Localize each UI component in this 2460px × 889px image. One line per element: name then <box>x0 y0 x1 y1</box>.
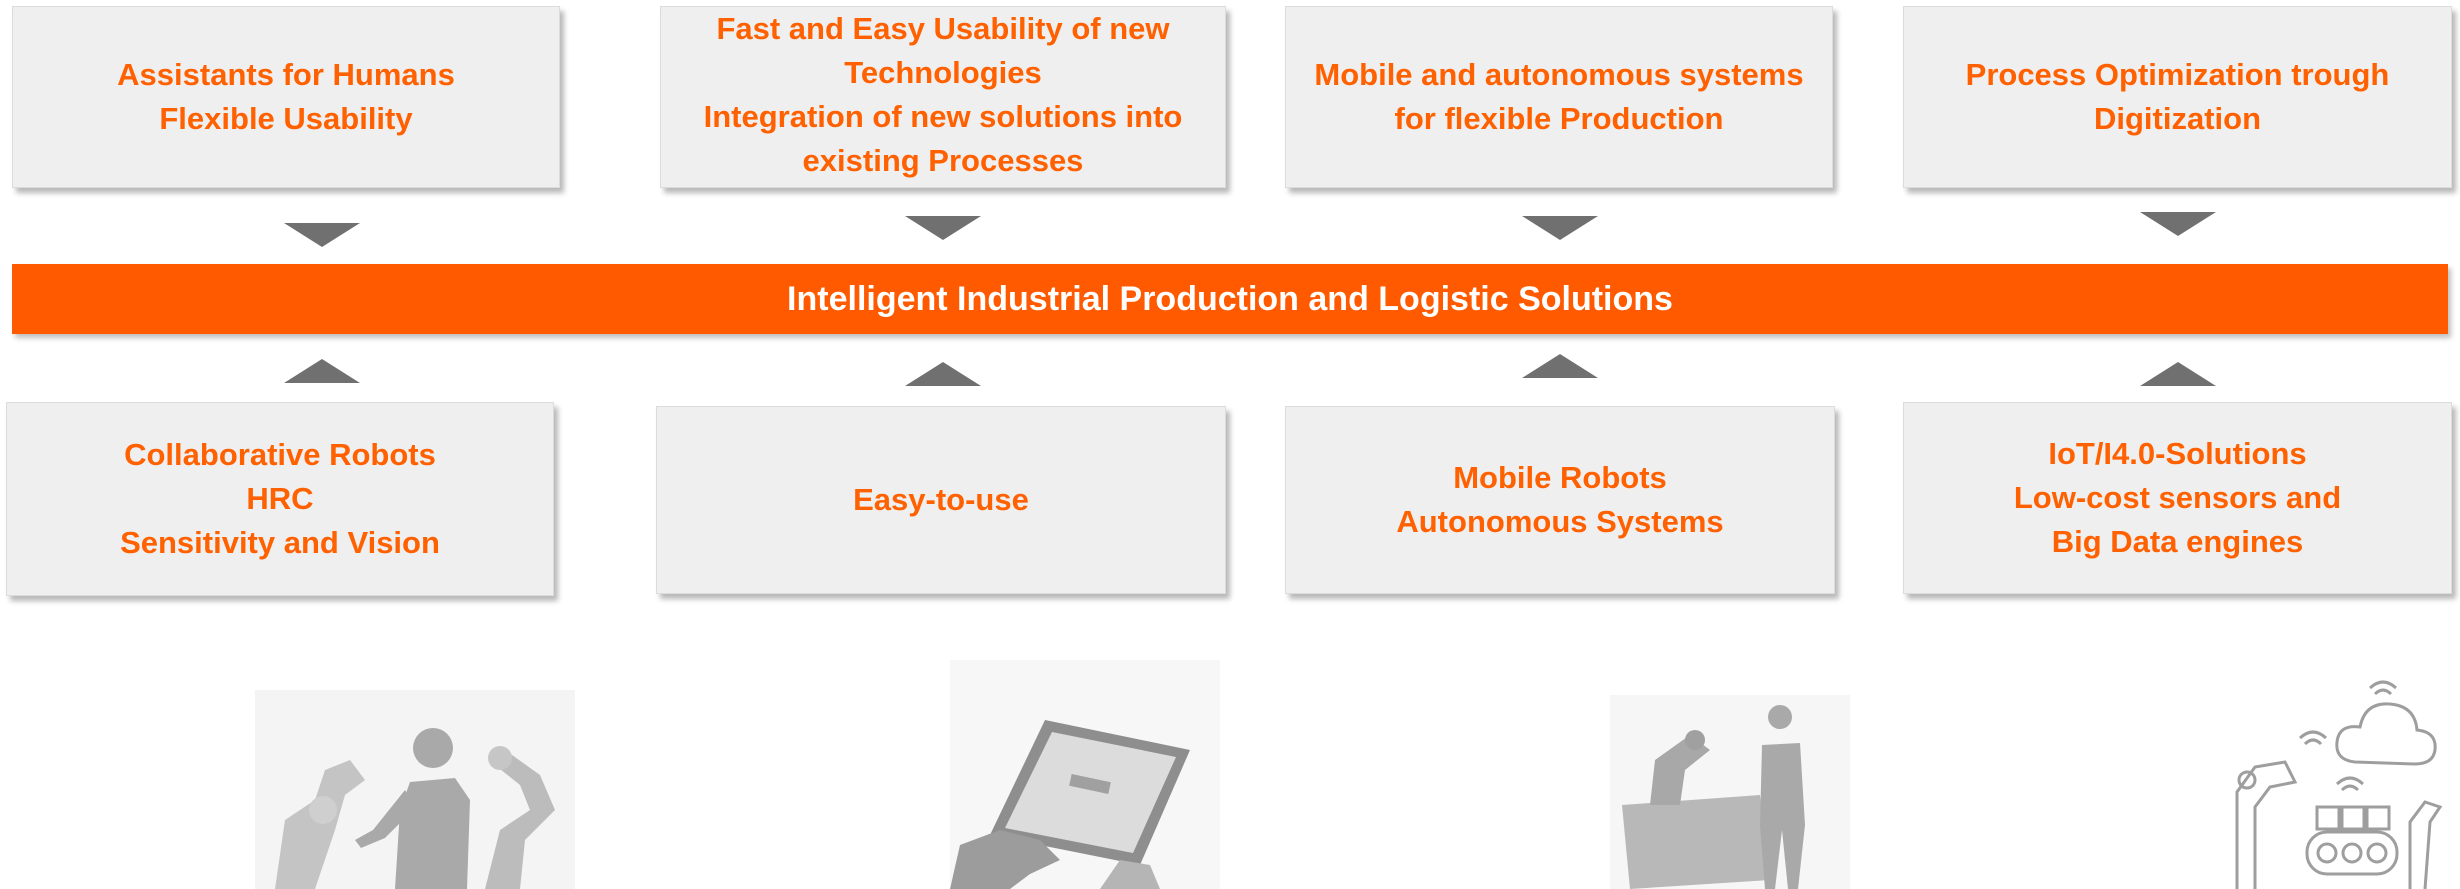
up-arrow-icon <box>905 362 981 386</box>
bottom-box-line: Low-cost sensors and <box>2013 480 2342 515</box>
bottom-box-line: HRC <box>246 481 314 516</box>
top-box-assistants: Assistants for Humans Flexible Usability <box>12 6 560 188</box>
bottom-box-mobile-robots: Mobile Robots Autonomous Systems <box>1285 406 1835 594</box>
top-box-line: Fast and Easy Usability of new <box>716 11 1170 46</box>
down-arrow-icon <box>284 223 360 247</box>
bottom-box-line: Easy-to-use <box>853 482 1029 517</box>
up-arrow-icon <box>2140 362 2216 386</box>
up-arrow-icon <box>284 359 360 383</box>
top-box-process-optimization: Process Optimization trough Digitization <box>1903 6 2452 188</box>
bottom-box-line: Autonomous Systems <box>1396 504 1724 539</box>
bottom-box-iot-solutions: IoT/I4.0-Solutions Low-cost sensors and … <box>1903 402 2452 594</box>
top-box-line: Mobile and autonomous systems <box>1314 57 1804 92</box>
top-box-mobile-systems: Mobile and autonomous systems for flexib… <box>1285 6 1833 188</box>
top-box-line: for flexible Production <box>1394 101 1724 136</box>
bottom-box-line: Mobile Robots <box>1453 460 1667 495</box>
bottom-box-line: Sensitivity and Vision <box>120 525 440 560</box>
top-box-line: Digitization <box>2093 101 2262 136</box>
down-arrow-icon <box>1522 216 1598 240</box>
center-band-label: Intelligent Industrial Production and Lo… <box>787 279 1673 318</box>
top-box-line: existing Processes <box>802 143 1084 178</box>
mobile-robot-human-icon <box>1610 695 1850 889</box>
top-box-usability: Fast and Easy Usability of new Technolog… <box>660 6 1226 188</box>
up-arrow-icon <box>1522 354 1598 378</box>
iot-factory-cloud-icon <box>2235 680 2443 889</box>
down-arrow-icon <box>2140 212 2216 236</box>
top-box-line: Assistants for Humans <box>117 57 455 92</box>
human-robot-collaboration-icon <box>255 690 575 889</box>
bottom-box-line: Collaborative Robots <box>124 437 436 472</box>
top-box-line: Process Optimization trough <box>1965 57 2390 92</box>
top-box-line: Integration of new solutions into <box>703 99 1183 134</box>
tablet-hand-icon <box>950 660 1220 889</box>
bottom-box-easy-to-use: Easy-to-use <box>656 406 1226 594</box>
bottom-box-line: Big Data engines <box>2051 524 2304 559</box>
bottom-box-collaborative-robots: Collaborative Robots HRC Sensitivity and… <box>6 402 554 596</box>
top-box-line: Technologies <box>844 55 1042 90</box>
center-band: Intelligent Industrial Production and Lo… <box>12 264 2448 334</box>
down-arrow-icon <box>905 216 981 240</box>
top-box-line: Flexible Usability <box>159 101 413 136</box>
bottom-box-line: IoT/I4.0-Solutions <box>2048 436 2307 471</box>
